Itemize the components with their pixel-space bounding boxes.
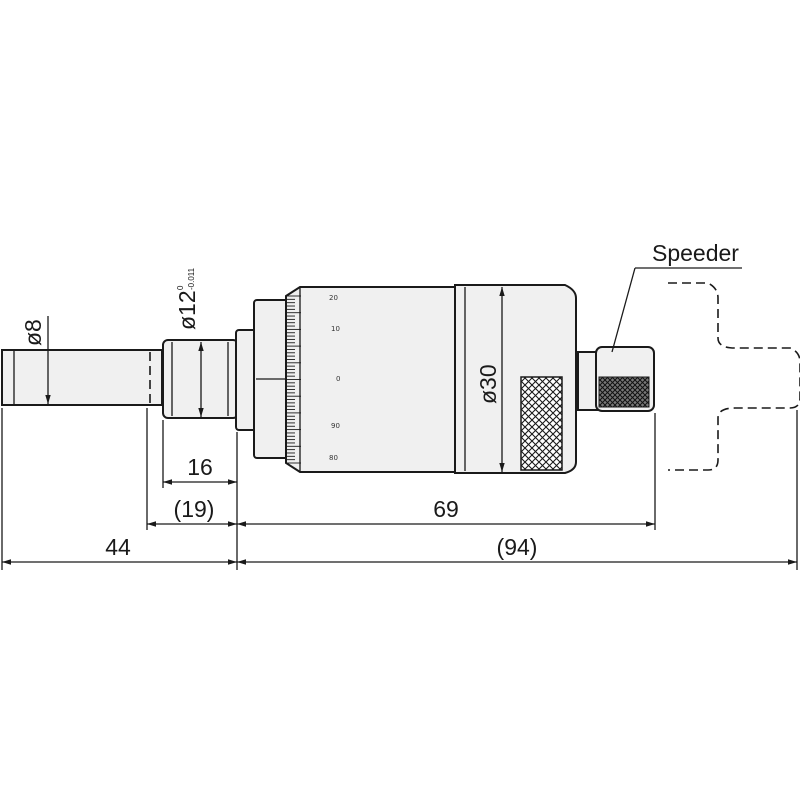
spindle-diameter-label: ø8 bbox=[20, 319, 46, 346]
spindle bbox=[1, 349, 163, 406]
dimension-19-label: (19) bbox=[174, 496, 215, 522]
thimble-graduations bbox=[287, 295, 301, 464]
barrel bbox=[253, 299, 291, 459]
speeder bbox=[577, 346, 655, 412]
scale-number-80: 80 bbox=[329, 454, 338, 462]
extension-lines bbox=[1, 408, 798, 570]
optional-handle-outline bbox=[668, 282, 800, 471]
dimension-94-label: (94) bbox=[497, 534, 538, 560]
thimble-diameter-label: ø30 bbox=[475, 364, 501, 404]
dimension-44-label: 44 bbox=[105, 534, 131, 560]
dimension-16-label: 16 bbox=[187, 454, 213, 480]
scale-number-0: 0 bbox=[336, 375, 340, 383]
knurl-pattern bbox=[520, 376, 563, 471]
mounting-sleeve bbox=[162, 329, 257, 431]
scale-number-90: 90 bbox=[331, 422, 340, 430]
thimble: 20 10 0 90 80 bbox=[285, 286, 456, 473]
scale-number-20: 20 bbox=[329, 294, 338, 302]
sleeve-diameter-label: ø12 0 -0.011 bbox=[174, 267, 200, 330]
speeder-knurl bbox=[598, 376, 650, 408]
ratchet-drum bbox=[454, 284, 577, 474]
dimension-69-label: 69 bbox=[433, 496, 459, 522]
sleeve-diameter-value: ø12 bbox=[174, 290, 200, 330]
sleeve-tolerance-upper: 0 bbox=[176, 285, 185, 290]
thimble-scale-numbers: 20 10 0 90 80 bbox=[329, 294, 340, 462]
sleeve-tolerance-lower: -0.011 bbox=[187, 267, 196, 290]
speeder-label: Speeder bbox=[652, 240, 739, 266]
scale-number-10: 10 bbox=[331, 325, 340, 333]
speeder-leader-line bbox=[611, 267, 636, 353]
